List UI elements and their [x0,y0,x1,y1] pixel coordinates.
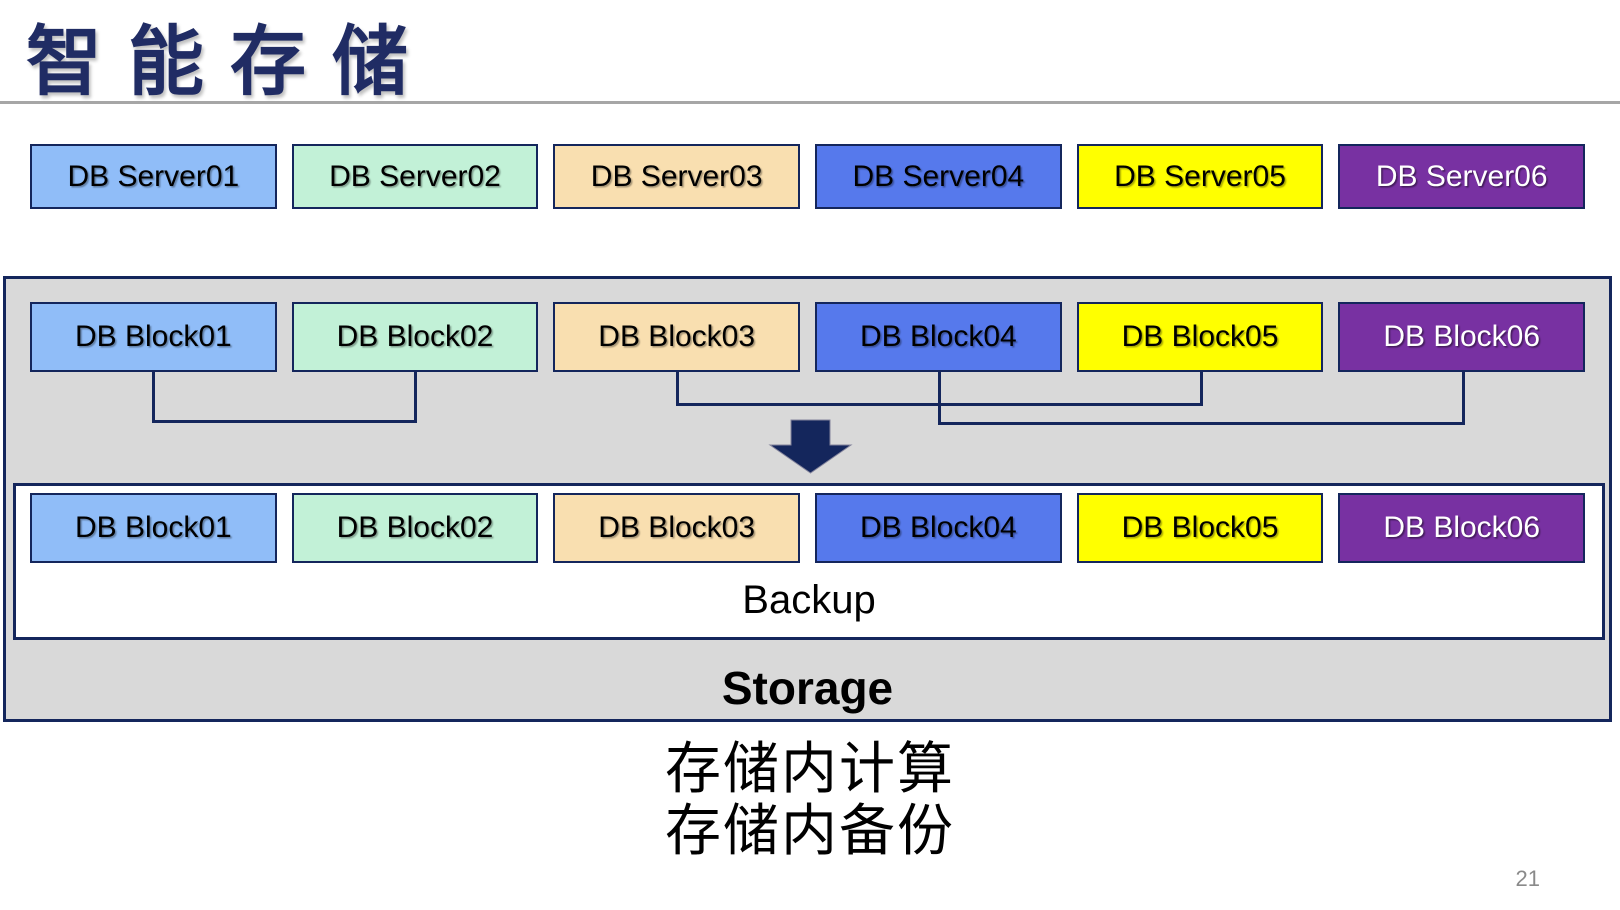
db-block06-top-box: DB Block06 [1338,302,1586,372]
page-title: 智能存储 [26,20,434,105]
storage-container: DB Block01 DB Block02 DB Block03 DB Bloc… [3,276,1612,722]
db-block03-bottom-label: DB Block03 [598,511,756,544]
db-block01-bottom-box: DB Block01 [30,493,277,563]
db-block05-bottom-box: DB Block05 [1076,493,1324,563]
db-block04-top-label: DB Block04 [859,320,1017,353]
db-server01-box: DB Server01 [30,144,277,209]
db-server06-label: DB Server06 [1375,159,1548,193]
db-block03-bottom-box: DB Block03 [553,493,801,563]
db-server04-label: DB Server04 [852,159,1025,193]
db-block04-top-box: DB Block04 [815,302,1062,372]
db-block02-top-box: DB Block02 [291,302,539,372]
db-block01-bottom-label: DB Block01 [74,511,232,544]
footer-line-1: 存储内计算 [665,737,955,800]
db-block03-top-box: DB Block03 [553,302,801,372]
footer-line-2: 存储内备份 [665,798,955,862]
server-row: DB Server01 DB Server02 DB Server03 DB S… [30,144,1586,209]
db-server01-label: DB Server01 [67,159,240,193]
db-block01-top-label: DB Block01 [74,320,232,353]
db-block04-bottom-box: DB Block04 [815,493,1062,563]
backup-box: DB Block01 DB Block02 DB Block03 DB Bloc… [13,483,1605,640]
db-block02-bottom-box: DB Block02 [291,493,539,563]
db-block02-top-label: DB Block02 [336,320,494,353]
db-block01-top-box: DB Block01 [30,302,277,372]
db-server06-box: DB Server06 [1338,144,1586,209]
page-number: 21 [1515,866,1540,891]
db-server05-box: DB Server05 [1076,144,1324,209]
backup-label: Backup [742,577,876,622]
db-block04-bottom-label: DB Block04 [859,511,1017,544]
db-block05-bottom-label: DB Block05 [1121,511,1279,544]
db-block06-top-label: DB Block06 [1383,320,1541,353]
footer-annotation: 存储内计算 存储内备份 [0,738,1620,861]
db-server04-box: DB Server04 [815,144,1062,209]
db-server03-label: DB Server03 [590,159,763,193]
block-row-bottom: DB Block01 DB Block02 DB Block03 DB Bloc… [30,493,1586,563]
storage-label: Storage [721,662,894,714]
db-server02-box: DB Server02 [291,144,539,209]
db-server03-box: DB Server03 [553,144,801,209]
db-block06-bottom-label: DB Block06 [1383,511,1541,544]
db-block03-top-label: DB Block03 [598,320,756,353]
db-block05-top-label: DB Block05 [1121,320,1279,353]
db-server05-label: DB Server05 [1114,159,1286,193]
db-block05-top-box: DB Block05 [1076,302,1324,372]
db-block06-bottom-box: DB Block06 [1338,493,1586,563]
db-block02-bottom-label: DB Block02 [336,511,494,544]
db-server02-label: DB Server02 [329,159,501,193]
block-row-top: DB Block01 DB Block02 DB Block03 DB Bloc… [30,302,1586,372]
title-divider [0,101,1620,104]
